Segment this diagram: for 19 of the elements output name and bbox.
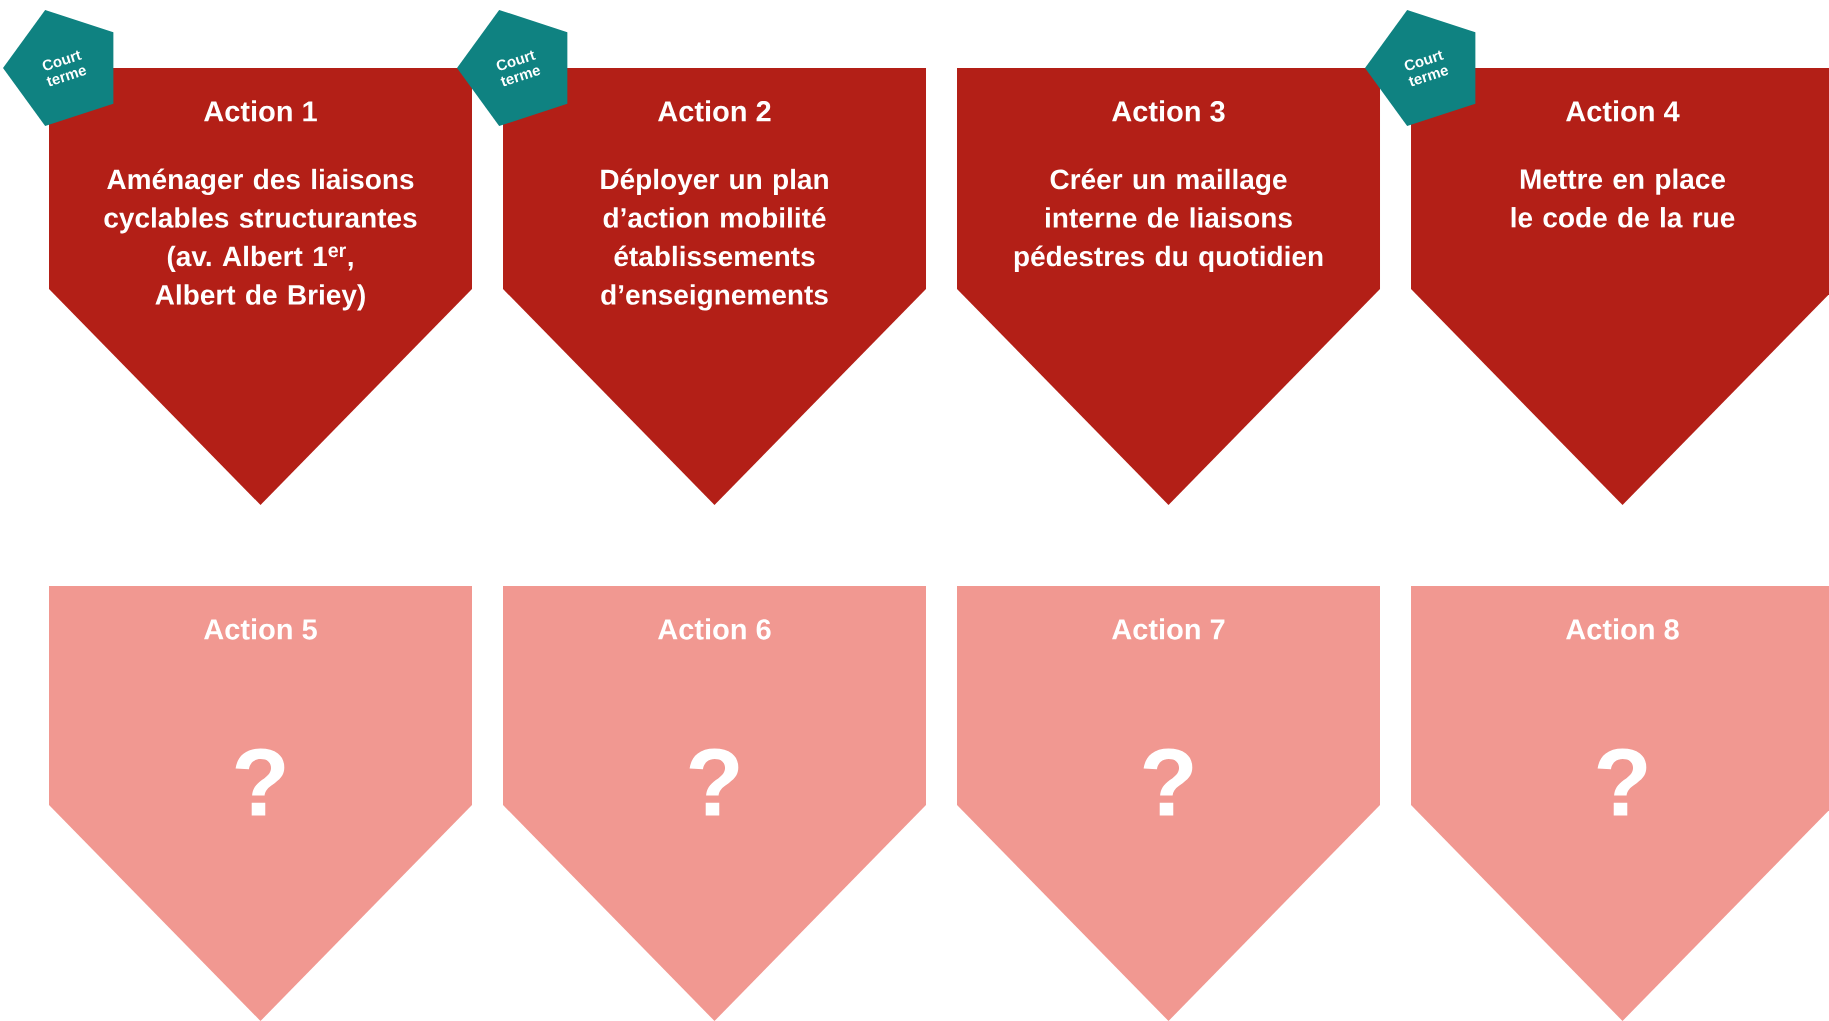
action-description: Mettre en place le code de la rue <box>1511 168 1735 228</box>
term-badge: Court terme <box>1365 10 1476 126</box>
question-mark: ? <box>235 748 285 816</box>
action-title: Action 2 <box>658 100 771 122</box>
action-title: Action 1 <box>204 100 317 122</box>
action-title: Action 6 <box>658 618 771 640</box>
term-badge: Court terme <box>3 10 114 126</box>
action-title: Action 8 <box>1566 618 1679 640</box>
action-description: Aménager des liaisons cyclables structurantes (av. Albert 1$^{er}$, Albert de Briey) <box>104 168 417 311</box>
action-title: Action 7 <box>1112 618 1225 640</box>
action-title: Action 5 <box>204 618 317 640</box>
action-description: Déployer un plan d’action mobilité établissements d’enseignements <box>601 168 828 311</box>
action-description: Créer un maillage interne de liaisons pédestres du quotidien <box>1014 168 1323 272</box>
term-badge: Court terme <box>457 10 568 126</box>
question-mark: ? <box>1597 748 1647 816</box>
action-title: Action 3 <box>1112 100 1225 122</box>
question-mark: ? <box>1143 748 1193 816</box>
question-mark: ? <box>689 748 739 816</box>
action-title: Action 4 <box>1566 100 1680 122</box>
